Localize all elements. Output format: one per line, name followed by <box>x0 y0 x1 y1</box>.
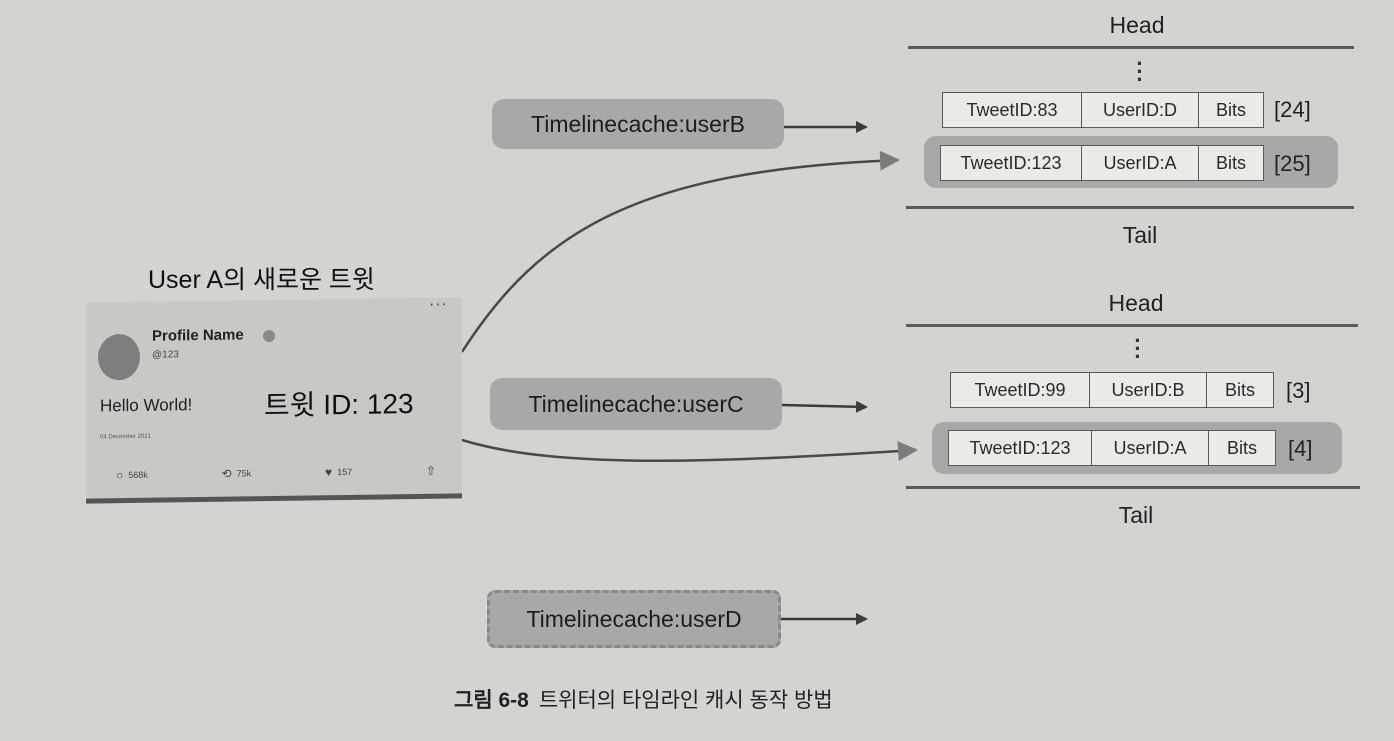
tweet-text: Hello World! <box>100 395 193 416</box>
figure-caption: 그림 6-8 트위터의 타임라인 캐시 동작 방법 <box>454 684 833 714</box>
profile-name: Profile Name <box>152 326 244 345</box>
entry-bits: Bits <box>1226 437 1257 458</box>
list1-top-line <box>908 46 1354 49</box>
tweet-card: ··· Profile Name @123 Hello World! 트윗 ID… <box>86 295 462 504</box>
list1-entry-1-index: [24] <box>1274 97 1311 122</box>
list2-top-line <box>906 324 1358 327</box>
tweet-id-label: 트윗 ID: 123 <box>264 388 414 422</box>
reply-stat: ○ 568k <box>116 468 148 482</box>
retweet-count: 75k <box>236 468 252 479</box>
list1-entry-2-index: [25] <box>1274 151 1311 176</box>
retweet-icon: ⟲ <box>221 466 232 481</box>
list2-entry-2: TweetID:123 UserID:A Bits <box>948 430 1276 466</box>
list2-bottom-line <box>906 486 1360 489</box>
share-stat: ⇧ <box>426 464 436 478</box>
retweet-stat: ⟲ 75k <box>221 466 252 481</box>
tweet-title: User A의 새로운 트윗 <box>148 266 375 294</box>
reply-count: 568k <box>128 469 148 481</box>
list1-tail-label: Tail <box>1122 222 1158 248</box>
tweet-stats: ○ 568k ⟲ 75k ♥ 157 ⇧ <box>116 464 436 482</box>
entry-user-id: UserID:A <box>1092 431 1209 465</box>
like-count: 157 <box>337 466 353 478</box>
entry-bits: Bits <box>1215 99 1246 120</box>
entry-user-id: UserID:B <box>1090 373 1207 407</box>
profile-handle: @123 <box>152 349 179 361</box>
comment-icon: ○ <box>116 468 124 483</box>
timelinecache-userC-label: Timelinecache:userC <box>490 378 782 430</box>
list1-head-label: Head <box>1109 12 1165 38</box>
list1-bottom-line <box>906 206 1354 209</box>
figure-caption-text: 트위터의 타임라인 캐시 동작 방법 <box>538 689 833 712</box>
tweet-date: 04 December 2021 <box>100 433 152 441</box>
verified-icon <box>263 329 275 343</box>
fanout-arrow-to-list1 <box>460 150 900 353</box>
list2-ellipsis: ··· <box>1134 328 1142 369</box>
entry-tweet-id: TweetID:83 <box>943 93 1082 127</box>
like-stat: ♥ 157 <box>325 465 352 479</box>
entry-tweet-id: TweetID:123 <box>949 431 1092 465</box>
list2-entry-1: TweetID:99 UserID:B Bits <box>950 372 1274 408</box>
entry-user-id: UserID:D <box>1082 93 1199 127</box>
list1-entry-2: TweetID:123 UserID:A Bits <box>940 145 1264 181</box>
heart-icon: ♥ <box>324 465 333 480</box>
figure-number: 그림 6-8 <box>454 689 529 712</box>
more-horizontal-icon: ··· <box>429 295 448 313</box>
share-icon: ⇧ <box>425 463 436 478</box>
list2-head-label: Head <box>1108 290 1164 316</box>
entry-bits: Bits <box>1215 152 1246 173</box>
entry-user-id: UserID:A <box>1082 146 1199 180</box>
list2-entry-1-index: [3] <box>1286 378 1311 403</box>
list1-entry-1: TweetID:83 UserID:D Bits <box>942 92 1264 128</box>
timelinecache-userD-label: Timelinecache:userD <box>487 590 781 648</box>
entry-tweet-id: TweetID:123 <box>941 146 1082 180</box>
entry-bits: Bits <box>1224 379 1255 400</box>
list2-tail-label: Tail <box>1118 502 1154 528</box>
entry-tweet-id: TweetID:99 <box>951 373 1090 407</box>
timelinecache-userB-label: Timelinecache:userB <box>492 99 784 149</box>
arrow-userC <box>781 400 868 413</box>
list2-entry-2-index: [4] <box>1288 436 1313 461</box>
fanout-arrow-to-list2 <box>461 438 918 462</box>
list1-ellipsis: ··· <box>1136 51 1144 92</box>
avatar <box>98 333 140 381</box>
